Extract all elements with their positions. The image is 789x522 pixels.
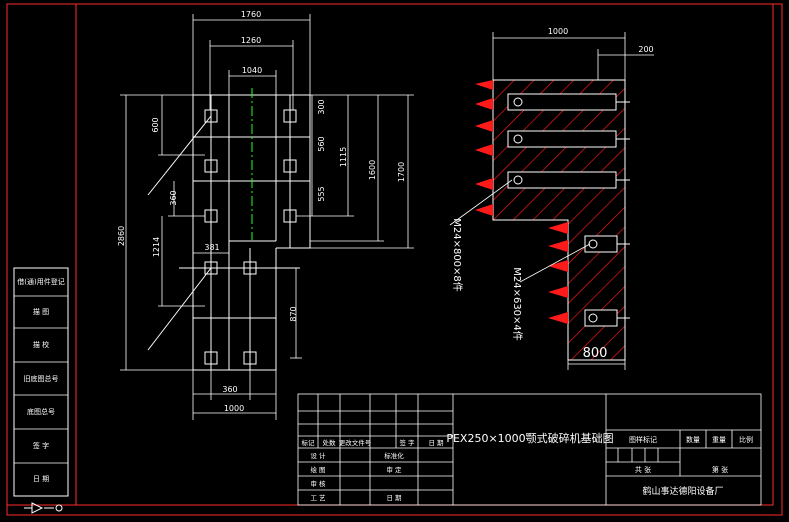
stage-header: 比例 — [739, 435, 753, 444]
side-label: 旧底图总号 — [24, 374, 59, 383]
dim-1000-bottom: 1000 — [224, 404, 244, 413]
side-label: 底图总号 — [27, 407, 55, 416]
bolt-hole — [243, 261, 257, 275]
anchor-slot — [507, 130, 617, 148]
bolt-spec-label-1: M24×800×8件 — [451, 218, 463, 292]
drawing-frame — [6, 3, 783, 516]
sheet-total: 共 张 — [635, 465, 651, 474]
rev-header: 签 字 — [399, 438, 415, 447]
dim-2860: 2860 — [117, 226, 126, 246]
sign-label: 审 核 — [310, 479, 326, 488]
sign-label: 标准化 — [384, 451, 404, 460]
dim-1000-top: 1000 — [548, 27, 568, 36]
section-view — [475, 79, 630, 361]
side-label: 签 字 — [33, 441, 49, 450]
leader-lines — [147, 115, 212, 351]
sign-label: 审 定 — [386, 465, 402, 474]
dim-1700: 1700 — [397, 162, 406, 182]
dim-800: 800 — [583, 346, 608, 361]
company-name: 鹤山事达德阳设备厂 — [642, 485, 723, 497]
bolt-hole — [243, 351, 257, 365]
dim-1115: 1115 — [339, 147, 348, 167]
plan-dimension-lines — [120, 14, 414, 420]
side-label: 描 校 — [33, 340, 49, 349]
bolt-hole — [283, 109, 297, 123]
sheet-number: 第 张 — [712, 465, 728, 474]
anchor-slot — [584, 309, 618, 327]
side-label: 描 图 — [33, 307, 49, 316]
bolt-hole — [204, 109, 218, 123]
dim-560: 560 — [317, 136, 326, 151]
dim-1040: 1040 — [242, 66, 262, 75]
section-dimension-lines — [449, 32, 654, 370]
anchor-slot — [507, 93, 617, 111]
plan-view — [179, 94, 311, 371]
bolt-hole — [204, 159, 218, 173]
bolt-hole — [204, 351, 218, 365]
anchor-slot — [507, 171, 617, 189]
bolt-spec-label-2: M24×630×4件 — [511, 267, 523, 341]
dim-200: 200 — [638, 45, 653, 54]
rev-header: 日 期 — [428, 439, 444, 447]
dim-555: 555 — [317, 186, 326, 201]
sign-label: 工 艺 — [310, 494, 326, 502]
stage-header: 图样标记 — [629, 435, 657, 444]
sign-label: 日 期 — [386, 494, 402, 502]
rev-header: 处数 — [323, 438, 337, 447]
bolt-holes — [204, 109, 297, 365]
dim-870: 870 — [289, 306, 298, 321]
dim-381: 381 — [204, 243, 219, 252]
sign-label: 设 计 — [310, 451, 326, 460]
dim-1760: 1760 — [241, 10, 261, 19]
bolt-hole — [204, 261, 218, 275]
dim-360-bottom: 360 — [222, 385, 237, 394]
side-label: 借(通)用件登记 — [17, 277, 64, 286]
stage-header: 重量 — [712, 436, 726, 444]
sign-label: 绘 图 — [310, 465, 325, 474]
dim-360: 360 — [169, 190, 178, 205]
dim-1260: 1260 — [241, 36, 261, 45]
dim-1214: 1214 — [152, 237, 161, 257]
dim-1600: 1600 — [368, 160, 377, 180]
rev-header: 更改文件号 — [339, 438, 372, 447]
arrow-marker-icon — [24, 502, 63, 514]
dim-300: 300 — [317, 99, 326, 114]
side-registration-bar: 借(通)用件登记 描 图 描 校 旧底图总号 底图总号 签 字 日 期 — [13, 267, 69, 497]
rev-header: 标记 — [302, 438, 316, 447]
dim-600: 600 — [151, 117, 160, 132]
stage-header: 数量 — [686, 435, 700, 444]
bolt-hole — [283, 159, 297, 173]
side-label: 日 期 — [33, 475, 49, 483]
drawing-title: PEX250×1000颚式破碎机基础图 — [446, 431, 613, 445]
title-block — [297, 393, 762, 506]
